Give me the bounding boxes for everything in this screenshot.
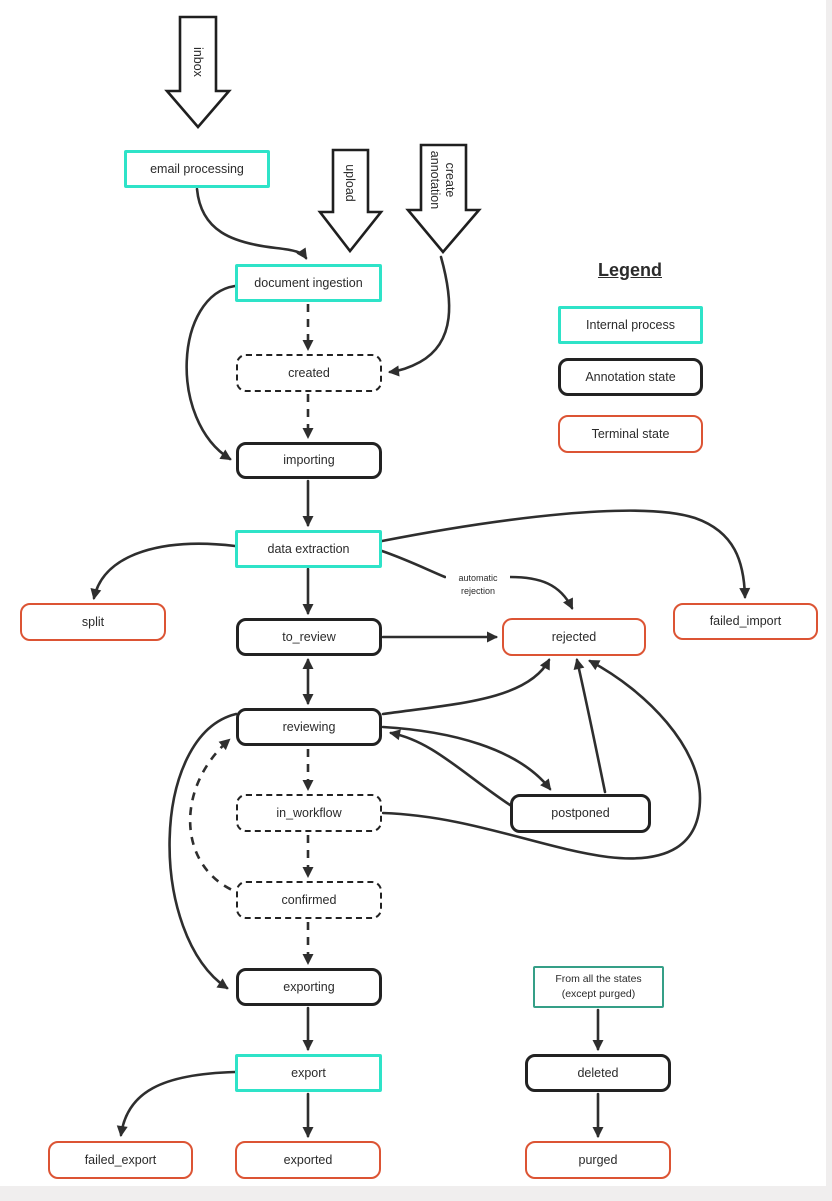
edge-export-to-failed-export (116, 1070, 237, 1137)
automatic-rejection-label-line1: automatic (458, 573, 498, 583)
edge-data-extraction-to-split (90, 542, 237, 600)
automatic-rejection-label-line2: rejection (460, 586, 496, 597)
inbox-big-arrow (164, 15, 232, 129)
edge-create-annotation-to-created (388, 255, 451, 377)
node-split: split (20, 603, 166, 641)
node-importing: importing (236, 442, 382, 479)
edge-confirmed-to-reviewing (188, 738, 246, 897)
node-email-processing: email processing (124, 150, 270, 188)
upload-big-arrow (317, 148, 384, 254)
edge-email-processing-to-document-ingestion (195, 187, 308, 260)
legend-internal-process: Internal process (558, 306, 703, 344)
upload-big-arrow-label: upload (343, 164, 357, 202)
node-to-review-label: to_review (282, 629, 336, 644)
node-created: created (236, 354, 382, 392)
svg-text:annotation: annotation (428, 151, 442, 209)
edge-reviewing-to-exporting (168, 712, 238, 990)
node-email-processing-label: email processing (150, 161, 244, 176)
edge-in-workflow-to-rejected (381, 659, 702, 860)
edge-document-ingestion-to-importing (185, 284, 237, 461)
edge-postponed-to-reviewing (389, 729, 512, 807)
node-exported-label: exported (283, 1152, 333, 1167)
node-deleted-label: deleted (577, 1065, 619, 1080)
edge-data-extraction-to-failed-import (380, 509, 751, 599)
legend-terminal-state-label: Terminal state (591, 426, 670, 441)
node-exported: exported (235, 1141, 381, 1179)
node-data-extraction-label: data extraction (267, 541, 350, 556)
automatic-rejection-label: automatic rejection (446, 572, 510, 599)
node-export: export (235, 1054, 382, 1092)
node-reviewing-label: reviewing (282, 719, 336, 734)
node-document-ingestion: document ingestion (235, 264, 382, 302)
create-annotation-big-arrow (405, 143, 482, 255)
node-rejected-label: rejected (551, 629, 597, 644)
legend-internal-process-label: Internal process (586, 317, 675, 332)
node-export-label: export (291, 1065, 326, 1080)
create-annotation-big-arrow-label: create annotation (428, 151, 457, 209)
node-confirmed-label: confirmed (281, 892, 337, 907)
node-from-all-states-line1: From all the states (555, 972, 642, 985)
node-in-workflow: in_workflow (236, 794, 382, 832)
node-purged-label: purged (578, 1152, 618, 1167)
node-failed-import: failed_import (673, 603, 818, 640)
node-confirmed: confirmed (236, 881, 382, 919)
capture-edge-bottom (0, 1186, 832, 1201)
node-from-all-states: From all the states (except purged) (533, 966, 664, 1008)
node-exporting: exporting (236, 968, 382, 1006)
inbox-big-arrow-label: inbox (191, 47, 205, 78)
node-postponed-label: postponed (551, 806, 610, 820)
node-failed-import-label: failed_import (709, 614, 782, 628)
legend-terminal-state: Terminal state (558, 415, 703, 453)
edge-reviewing-to-postponed (381, 725, 552, 791)
node-to-review: to_review (236, 618, 382, 656)
edge-reviewing-to-rejected (381, 658, 551, 716)
node-failed-export-label: failed_export (84, 1152, 157, 1167)
node-purged: purged (525, 1141, 671, 1179)
node-in-workflow-label: in_workflow (276, 805, 342, 820)
legend-annotation-state-label: Annotation state (585, 369, 676, 384)
node-created-label: created (288, 365, 330, 380)
edge-postponed-to-rejected (573, 658, 607, 794)
node-postponed: postponed (510, 794, 651, 833)
node-reviewing: reviewing (236, 708, 382, 746)
node-deleted: deleted (525, 1054, 671, 1092)
legend-annotation-state: Annotation state (558, 358, 703, 396)
node-importing-label: importing (283, 453, 335, 467)
node-exporting-label: exporting (283, 979, 335, 994)
node-rejected: rejected (502, 618, 646, 656)
node-split-label: split (81, 614, 105, 629)
edge-automatic-rejection-label-to-rejected (508, 575, 574, 610)
edge-data-extraction-to-automatic-rejection-label (380, 549, 447, 579)
node-from-all-states-line2: (except purged) (561, 988, 636, 1000)
svg-text:create: create (443, 163, 457, 198)
node-failed-export: failed_export (48, 1141, 193, 1179)
node-data-extraction: data extraction (235, 530, 382, 568)
legend-title: Legend (597, 260, 662, 280)
capture-edge-right (826, 0, 832, 1201)
node-document-ingestion-label: document ingestion (254, 275, 363, 290)
